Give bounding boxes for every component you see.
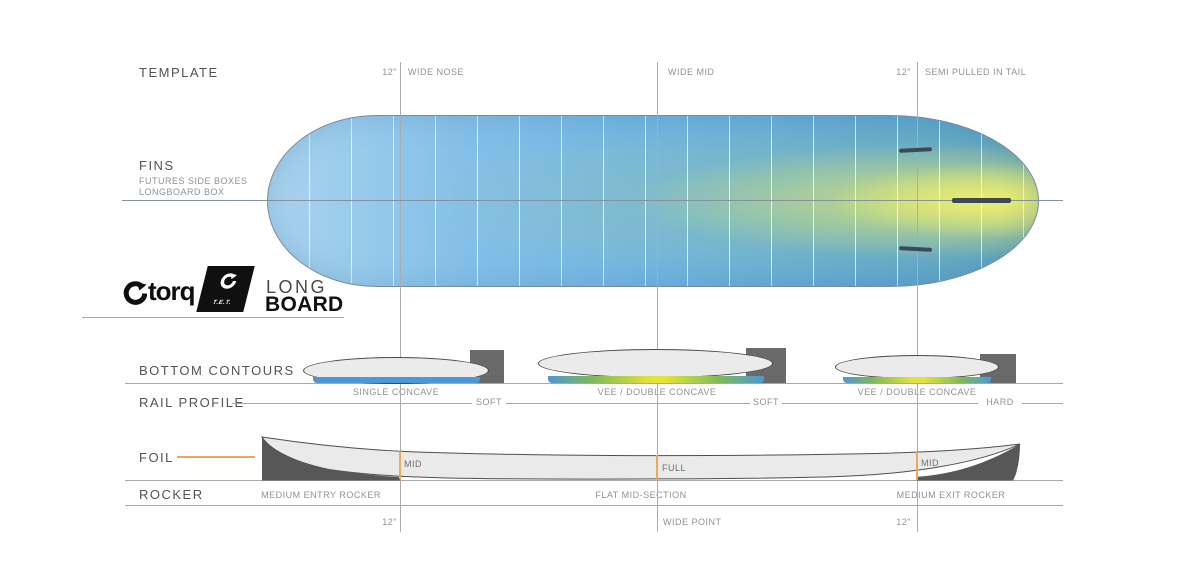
contour-label-nose: SINGLE CONCAVE xyxy=(352,387,440,397)
rocker-label-exit: MEDIUM EXIT ROCKER xyxy=(896,490,1006,500)
foil-side-profile xyxy=(260,436,1021,481)
guide-line-tail-12in xyxy=(917,62,918,532)
entry-rocker-wedge xyxy=(262,437,400,481)
footer-tail-offset: 12" xyxy=(896,517,911,527)
wide-nose-label: WIDE NOSE xyxy=(408,67,465,77)
product-name-line1: LONG xyxy=(266,277,328,297)
tet-arrow-icon xyxy=(220,273,237,289)
contour-label-mid: VEE / DOUBLE CONCAVE xyxy=(597,387,717,397)
wide-mid-label: WIDE MID xyxy=(668,67,715,77)
contour-label-tail: VEE / DOUBLE CONCAVE xyxy=(857,387,977,397)
logo-underline xyxy=(82,317,344,318)
tail-offset-label: 12" xyxy=(896,67,911,77)
foil-board-body xyxy=(260,436,1021,480)
product-name-line2: BOARD xyxy=(265,293,344,316)
foil-label-tail: MID xyxy=(921,458,939,468)
board-plan-view xyxy=(267,115,1039,287)
rocker-label-entry: MEDIUM ENTRY ROCKER xyxy=(261,490,381,500)
template-section-title: TEMPLATE xyxy=(139,65,219,80)
fins-detail-1: FUTURES SIDE BOXES xyxy=(139,176,248,186)
foil-tick-tail xyxy=(916,452,918,480)
exit-rocker-wedge xyxy=(917,444,1020,481)
wide-point-label: WIDE POINT xyxy=(663,517,722,527)
rail-profile-section-title: RAIL PROFILE xyxy=(139,395,245,410)
footer-line xyxy=(125,505,1063,506)
torq-brand-wordmark: torq xyxy=(148,276,196,306)
rocker-baseline xyxy=(125,480,1063,481)
foil-label-nose: MID xyxy=(404,459,422,469)
rail-line-seg-4 xyxy=(1022,403,1063,404)
rail-line-seg-3 xyxy=(782,403,978,404)
footer-nose-offset: 12" xyxy=(382,517,397,527)
foil-tick-mid xyxy=(656,455,658,480)
rail-line-seg-2 xyxy=(506,403,750,404)
rail-line-seg-1 xyxy=(232,403,472,404)
bottom-contours-section-title: BOTTOM CONTOURS xyxy=(139,363,295,378)
contours-baseline xyxy=(125,383,1063,384)
stringer-center-line xyxy=(122,200,1063,201)
nose-offset-label: 12" xyxy=(382,67,397,77)
semi-pulled-in-tail-label: SEMI PULLED IN TAIL xyxy=(925,67,1027,77)
fins-detail-2: LONGBOARD BOX xyxy=(139,187,225,197)
rail-label-mid: SOFT xyxy=(753,397,779,407)
foil-section-title: FOIL xyxy=(139,450,174,465)
guide-line-nose-12in xyxy=(400,62,401,532)
foil-pointer-line xyxy=(177,456,255,458)
torq-logo-icon xyxy=(123,281,147,305)
foil-label-mid: FULL xyxy=(662,463,687,473)
foil-tick-nose xyxy=(399,451,401,479)
rail-label-tail: HARD xyxy=(986,397,1014,407)
tet-technology-badge: T.E.T. xyxy=(196,266,255,312)
rail-label-nose: SOFT xyxy=(476,397,502,407)
cross-section-tail xyxy=(835,355,999,379)
cross-section-mid xyxy=(538,349,773,378)
fins-section-title: FINS xyxy=(139,158,175,173)
rocker-section-title: ROCKER xyxy=(139,487,204,502)
longboard-center-fin-box xyxy=(952,198,1011,203)
guide-line-wide-mid xyxy=(657,62,658,532)
vee-double-concave-band-mid xyxy=(548,376,764,383)
tet-badge-text: T.E.T. xyxy=(212,300,232,306)
vee-double-concave-band-tail xyxy=(843,377,991,383)
rocker-label-mid: FLAT MID-SECTION xyxy=(595,490,687,500)
single-concave-band xyxy=(313,377,480,383)
